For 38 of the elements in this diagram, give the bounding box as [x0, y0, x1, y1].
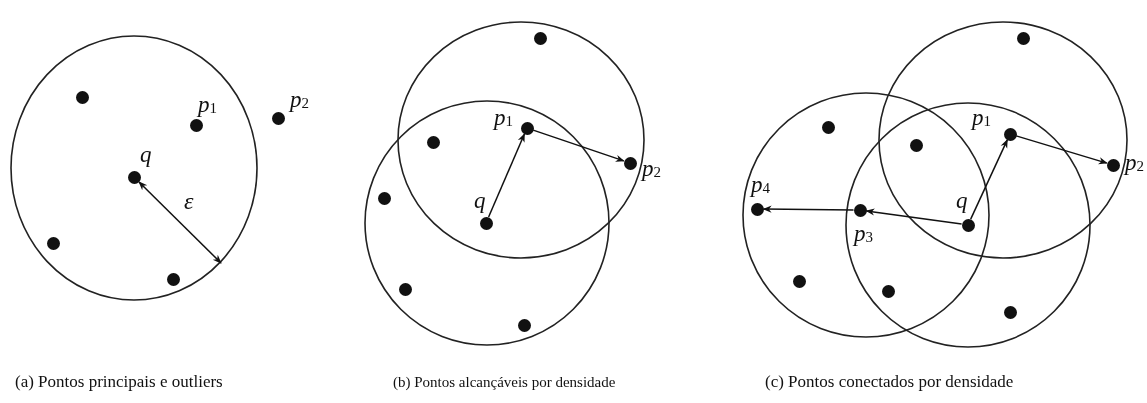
dimension-label: ε	[184, 188, 194, 215]
data-point	[750, 202, 764, 216]
data-point	[881, 284, 895, 298]
data-point	[1016, 31, 1030, 45]
data-point	[166, 272, 180, 286]
data-point	[520, 121, 534, 135]
arrow	[969, 139, 1009, 220]
data-point	[792, 274, 806, 288]
arrow	[532, 129, 625, 162]
data-point	[127, 170, 141, 184]
data-point	[46, 236, 60, 250]
data-point	[1106, 158, 1120, 172]
data-point	[377, 191, 391, 205]
data-point	[853, 203, 867, 217]
data-point	[909, 138, 923, 152]
arrow	[1015, 135, 1108, 165]
data-point	[961, 218, 975, 232]
caption: (a) Pontos principais e outliers	[15, 372, 223, 392]
data-point	[623, 156, 637, 170]
data-point	[426, 135, 440, 149]
data-point	[398, 282, 412, 296]
point-label: q	[140, 143, 152, 166]
data-point	[517, 318, 531, 332]
arrow	[487, 133, 526, 218]
caption: (c) Pontos conectados por densidade	[765, 372, 1014, 392]
data-point	[533, 31, 547, 45]
data-point	[75, 90, 89, 104]
data-point	[189, 118, 203, 132]
arrow	[865, 208, 963, 225]
point-label: q	[474, 189, 486, 212]
caption: (b) Pontos alcançáveis por densidade	[393, 374, 616, 391]
arrow	[762, 205, 855, 213]
point-label: q	[956, 189, 968, 212]
data-point	[479, 216, 493, 230]
data-point	[271, 111, 285, 125]
data-point	[1003, 127, 1017, 141]
data-point	[1003, 305, 1017, 319]
data-point	[821, 120, 835, 134]
